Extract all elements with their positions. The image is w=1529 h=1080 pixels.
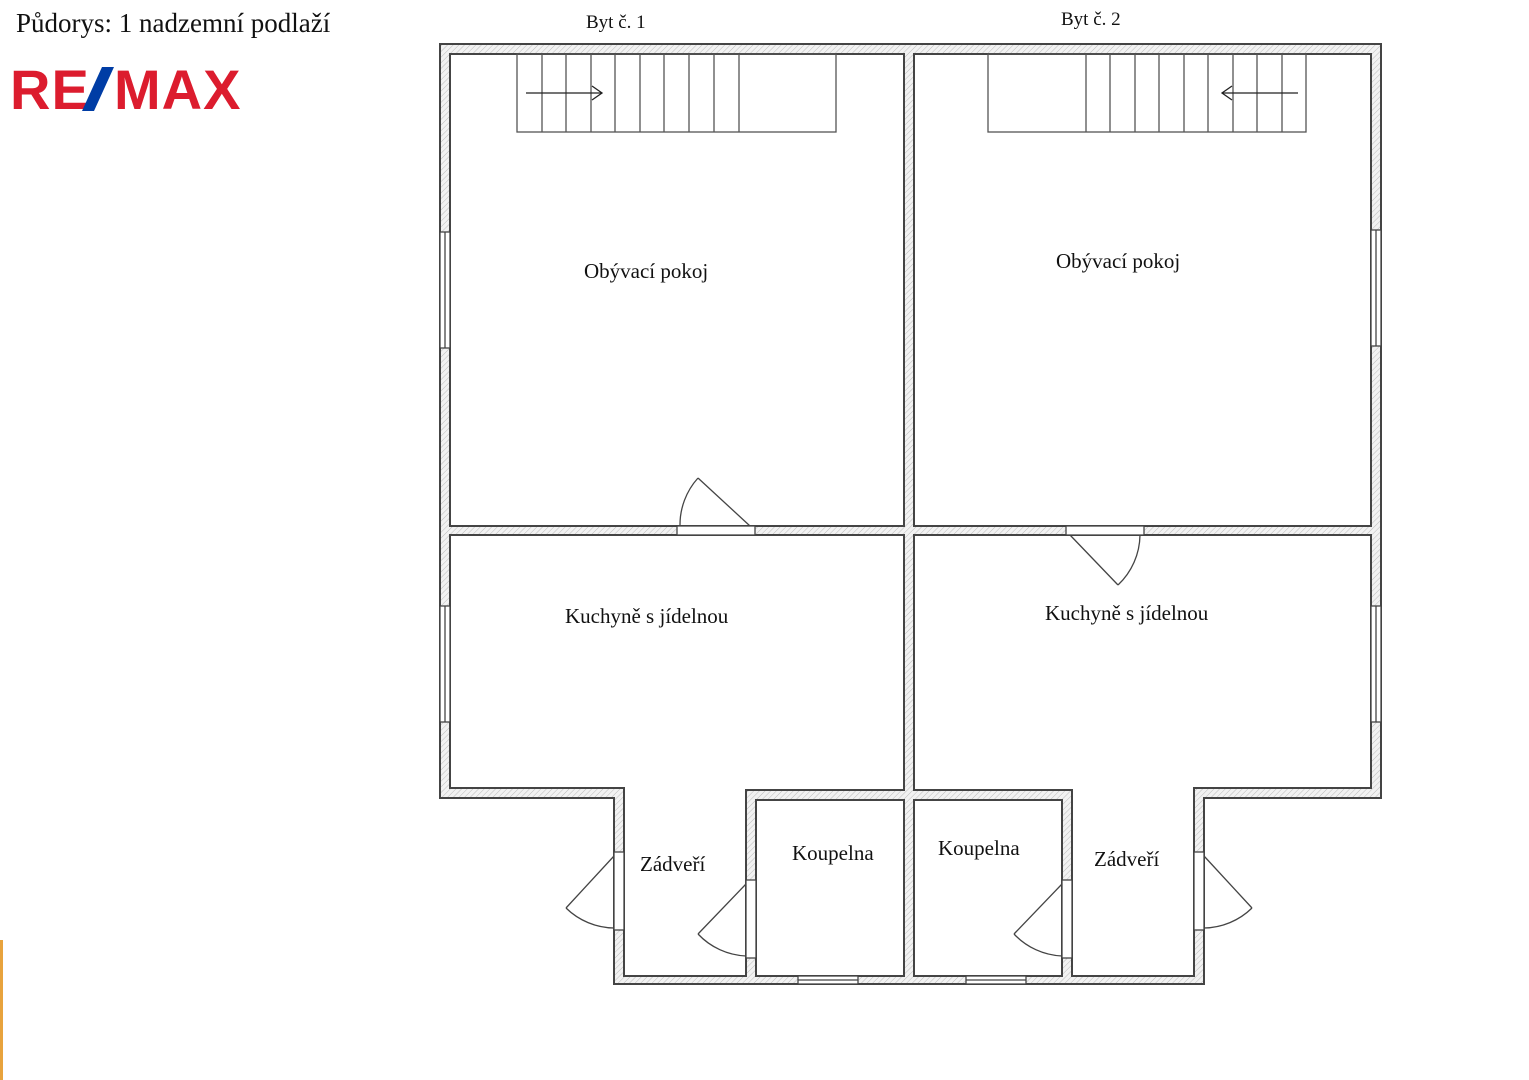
- room-label-kitchen-2: Kuchyně s jídelnou: [1045, 601, 1209, 625]
- room-kitchen-1: [449, 534, 905, 977]
- windows: [439, 229, 1382, 985]
- stairs-1: [516, 53, 837, 133]
- room-label-living-2: Obývací pokoj: [1056, 249, 1180, 273]
- room-bathroom-1: [755, 799, 905, 977]
- room-label-kitchen-1: Kuchyně s jídelnou: [565, 604, 729, 628]
- room-label-bathroom-1: Koupelna: [792, 841, 874, 865]
- doors: [565, 477, 1253, 959]
- room-bathroom-2: [913, 799, 1063, 977]
- room-label-living-1: Obývací pokoj: [584, 259, 708, 283]
- room-living-2: [913, 53, 1372, 527]
- room-living-1: [449, 53, 905, 527]
- remax-logo: RE MAX: [10, 58, 245, 121]
- unit-label-1: Byt č. 1: [586, 12, 646, 33]
- stairs-2: [987, 53, 1307, 133]
- unit-label-2: Byt č. 2: [1061, 9, 1121, 30]
- svg-text:MAX: MAX: [114, 62, 241, 114]
- accent-bar: [0, 940, 3, 1080]
- room-label-bathroom-2: Koupelna: [938, 836, 1020, 860]
- room-label-vestibule-1: Zádveří: [640, 852, 705, 876]
- svg-text:RE: RE: [10, 62, 90, 114]
- room-label-vestibule-2: Zádveří: [1094, 847, 1159, 871]
- page-title: Půdorys: 1 nadzemní podlaží: [16, 8, 331, 38]
